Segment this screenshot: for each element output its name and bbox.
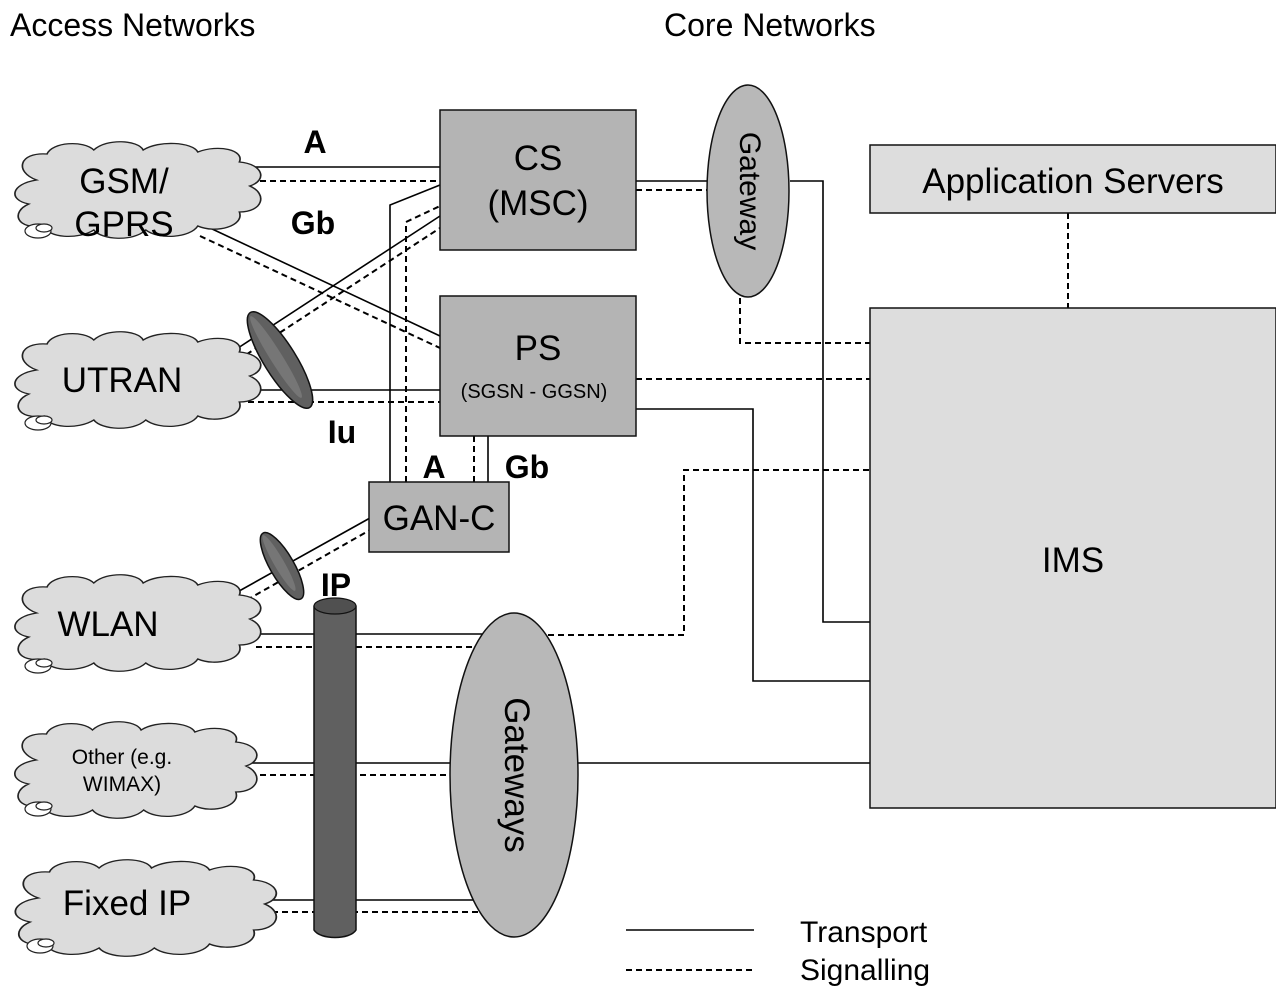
interface-gb-ganc-label: Gb (505, 449, 549, 485)
gateway-ellipse[interactable]: Gateway (706, 84, 790, 298)
sgsn-ggsn-label: (SGSN - GGSN) (461, 381, 608, 403)
ps-label: PS (515, 329, 562, 368)
cloud-utran[interactable]: UTRAN (14, 330, 262, 431)
application-servers-label: Application Servers (922, 162, 1224, 201)
cloud-other-line1: Other (e.g. (72, 746, 172, 769)
cloud-other-line2: WIMAX) (83, 773, 161, 796)
gan-c-box[interactable]: GAN-C (368, 481, 510, 553)
cloud-gsm-line2: GPRS (74, 205, 173, 244)
interface-a-label: A (303, 124, 326, 160)
legend-signalling-label: Signalling (800, 954, 930, 986)
cloud-fixed-ip[interactable]: Fixed IP (14, 858, 278, 958)
cloud-gsm-line1: GSM/ (79, 162, 169, 201)
access-networks-header: Access Networks (10, 7, 255, 43)
msc-label: (MSC) (487, 184, 588, 223)
cloud-wlan[interactable]: WLAN (14, 573, 262, 674)
cloud-utran-label: UTRAN (62, 361, 183, 400)
connections (199, 166, 1069, 913)
interface-iu-label: Iu (328, 414, 356, 450)
ims-box[interactable]: IMS (869, 307, 1276, 809)
utran-tunnel (246, 311, 314, 409)
gateway-label: Gateway (733, 132, 766, 250)
gateways-label: Gateways (497, 697, 536, 853)
ps-box[interactable]: PS (SGSN - GGSN) (439, 295, 637, 437)
application-servers-box[interactable]: Application Servers (869, 144, 1276, 214)
cloud-fixed-ip-label: Fixed IP (63, 884, 191, 923)
gan-c-label: GAN-C (383, 499, 496, 538)
legend: Transport Signalling (626, 916, 930, 986)
cloud-gsm-gprs[interactable]: GSM/ GPRS (14, 140, 262, 244)
cloud-other-wimax[interactable]: Other (e.g. WIMAX) (13, 720, 258, 820)
core-networks-header: Core Networks (664, 7, 876, 43)
ip-tunnel (313, 597, 357, 939)
interface-a-ganc-label: A (422, 449, 445, 485)
cloud-wlan-label: WLAN (57, 605, 158, 644)
legend-transport-label: Transport (800, 916, 928, 949)
cs-label: CS (514, 139, 563, 178)
interface-gb-label: Gb (291, 205, 335, 241)
interface-ip-label: IP (321, 567, 351, 603)
ims-label: IMS (1042, 541, 1104, 580)
cs-msc-box[interactable]: CS (MSC) (439, 109, 637, 251)
wlan-tunnel (259, 531, 305, 601)
gateways-ellipse[interactable]: Gateways (449, 612, 579, 938)
